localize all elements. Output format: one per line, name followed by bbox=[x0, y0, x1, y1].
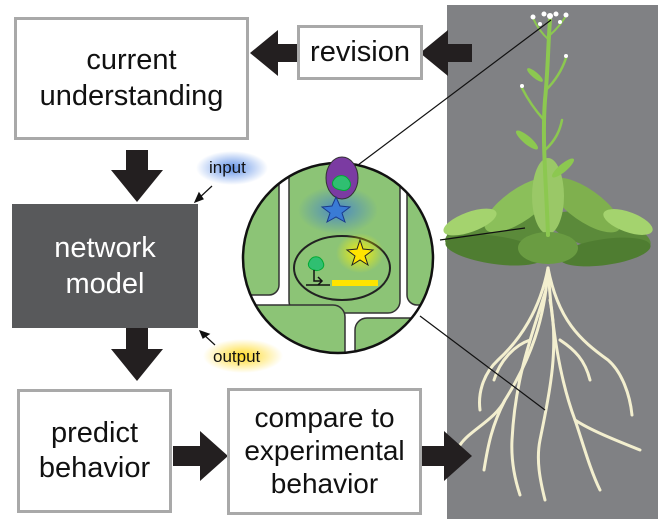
arrow-compare-to-plant bbox=[420, 431, 472, 481]
arrow-plant-to-revision bbox=[420, 30, 472, 76]
plant-leaves-stem bbox=[515, 68, 575, 178]
compare-line-1: compare to bbox=[254, 402, 395, 434]
input-label: input bbox=[209, 158, 246, 177]
zoom-lines bbox=[357, 19, 552, 411]
network-model-line-2: model bbox=[65, 268, 145, 300]
compare-box: compare to experimental behavior bbox=[227, 388, 422, 515]
revision-box: revision bbox=[297, 25, 423, 80]
network-model-box: network model bbox=[12, 204, 198, 328]
compare-line-2: experimental bbox=[244, 435, 405, 467]
plant-roots bbox=[458, 266, 642, 502]
current-understanding-box: current understanding bbox=[14, 17, 249, 140]
arrow-revision-to-understanding bbox=[250, 30, 300, 76]
predict-behavior-box: predict behavior bbox=[17, 389, 172, 513]
current-understanding-line-1: current bbox=[86, 44, 177, 77]
current-understanding-line-2: understanding bbox=[39, 79, 224, 112]
compare-line-3: behavior bbox=[270, 467, 379, 499]
signaling-elements bbox=[293, 156, 391, 301]
predict-behavior-line-2: behavior bbox=[38, 452, 151, 484]
plant-flowers bbox=[520, 11, 569, 88]
plant-stem bbox=[520, 15, 568, 237]
network-model-line-1: network bbox=[54, 231, 156, 264]
predict-behavior-line-1: predict bbox=[50, 416, 139, 449]
input-glow bbox=[196, 151, 268, 185]
flow-arrows bbox=[111, 30, 472, 481]
plant-rosette bbox=[443, 158, 653, 267]
arrow-model-to-predict bbox=[111, 327, 163, 381]
revision-label: revision bbox=[310, 35, 410, 68]
output-label: output bbox=[213, 347, 261, 366]
arrow-predict-to-compare bbox=[173, 431, 228, 481]
arrow-understanding-to-model bbox=[111, 150, 163, 202]
output-glow bbox=[203, 339, 283, 373]
label-pointers bbox=[193, 185, 216, 346]
